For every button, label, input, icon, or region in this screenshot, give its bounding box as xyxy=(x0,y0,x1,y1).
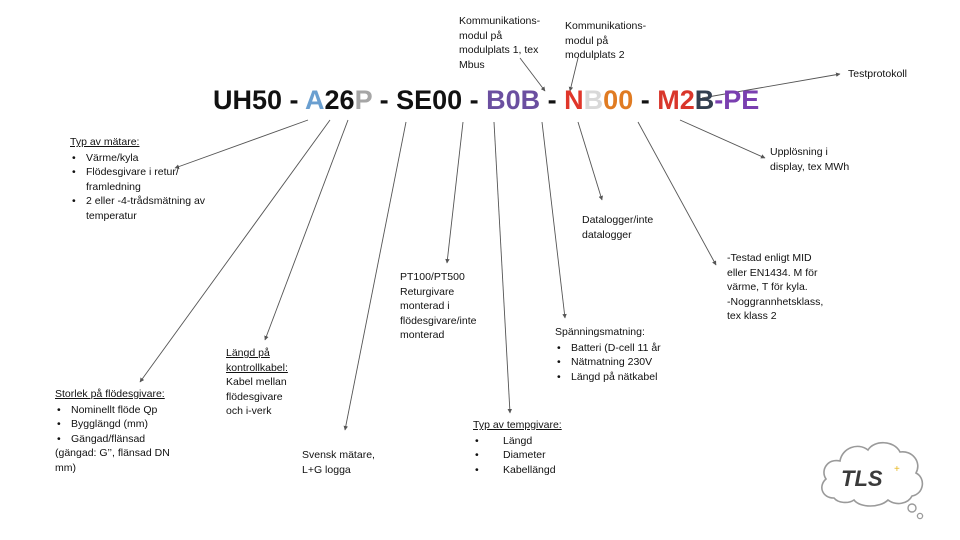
code-seg-cable: P xyxy=(354,85,373,115)
text-line: mm) xyxy=(55,461,76,474)
arrow-komm1 xyxy=(519,57,546,92)
heading: Typ av tempgivare: xyxy=(473,419,562,431)
text-line: datalogger xyxy=(582,228,632,241)
annotation-svensk: Svensk mätare, L+G logga xyxy=(302,448,375,477)
text-line: Svensk mätare, xyxy=(302,449,375,461)
bullet-list: Batteri (D-cell 11 år Nätmatning 230V Lä… xyxy=(555,341,661,385)
text-line: flödesgivare/inte xyxy=(400,314,477,327)
list-item: Kabellängd xyxy=(473,463,562,478)
product-code: UH50 - A26P - SE00 - B0B - NB00 - M2B-PE xyxy=(213,85,759,116)
arrow-langd xyxy=(264,119,349,341)
annotation-spanning: Spänningsmatning: Batteri (D-cell 11 år … xyxy=(555,325,661,384)
list-item: Flödesgivare i retur/ framledning xyxy=(70,165,230,194)
text-line: Upplösning i xyxy=(770,146,828,158)
bullet-list: Längd Diameter Kabellängd xyxy=(473,434,562,478)
text-line: värme, T för kyla. xyxy=(727,281,808,293)
heading: kontrollkabel: xyxy=(226,361,288,374)
code-seg-module2: 00 xyxy=(603,85,634,115)
list-item: 2 eller -4-trådsmätning av temperatur xyxy=(70,194,230,223)
heading: Spänningsmatning: xyxy=(555,326,645,338)
annotation-upplosning: Upplösning i display, tex MWh xyxy=(770,145,849,174)
list-item: Nominellt flöde Qp xyxy=(55,403,225,418)
arrow-spanning xyxy=(541,121,567,319)
text-line: Kabel mellan xyxy=(226,376,287,388)
arrow-datalogger xyxy=(577,121,603,201)
list-item: Längd på nätkabel xyxy=(555,370,661,385)
code-seg-size: 26 xyxy=(324,85,355,115)
code-seg-sep2: - xyxy=(633,85,658,115)
list-item: Värme/kyla xyxy=(70,151,230,166)
code-seg-model: UH50 - xyxy=(213,85,306,115)
annotation-datalogger: Datalogger/inte datalogger xyxy=(582,213,653,242)
annotation-tempgivare: Typ av tempgivare: Längd Diameter Kabell… xyxy=(473,418,562,477)
list-item: Nätmatning 230V xyxy=(555,355,661,370)
text-line: -Testad enligt MID xyxy=(727,252,812,264)
text-line: monterad xyxy=(400,329,445,341)
annotation-pt100: PT100/PT500 Returgivare monterad i flöde… xyxy=(400,270,476,343)
text-line: (gängad: G’’, flänsad DN xyxy=(55,447,170,459)
code-seg-b: B xyxy=(694,85,715,115)
list-item: Diameter xyxy=(473,448,562,463)
bullet-list: Nominellt flöde Qp Bygglängd (mm) Gängad… xyxy=(55,403,225,447)
arrow-testprotokoll xyxy=(701,72,841,99)
code-seg-b0b: B0B xyxy=(486,85,541,115)
arrow-testad xyxy=(637,121,717,266)
tls-logo: TLS + xyxy=(821,441,924,520)
text-line: Datalogger/inte xyxy=(582,214,654,226)
code-seg-power: N xyxy=(564,85,584,115)
annotation-typ-matare: Typ av mätare: Värme/kyla Flödesgivare i… xyxy=(70,135,230,223)
heading: Typ av mätare: xyxy=(70,136,140,148)
annotation-testad: -Testad enligt MID eller EN1434. M för v… xyxy=(727,251,823,324)
logo-accent: + xyxy=(894,464,900,475)
text-line: och i-verk xyxy=(226,405,272,417)
text-line: modul på xyxy=(459,29,503,42)
heading: Längd på xyxy=(226,347,270,359)
annotation-testprotokoll: Testprotokoll xyxy=(848,67,907,82)
code-seg-se00: - SE00 - xyxy=(372,85,487,115)
annotation-komm1: Kommunikations- modul på modulplats 1, t… xyxy=(459,14,540,72)
cloud-icon xyxy=(821,441,924,507)
code-seg-pe: -PE xyxy=(714,85,760,115)
list-item: Gängad/flänsad xyxy=(55,432,225,447)
text-line: flödesgivare xyxy=(226,390,283,403)
text-line: display, tex MWh xyxy=(770,160,850,173)
cloud-bubble-large xyxy=(907,503,917,513)
text-line: Returgivare xyxy=(400,285,455,298)
text-line: Kommunikations- xyxy=(565,20,647,32)
list-item: Längd xyxy=(473,434,562,449)
list-item: Batteri (D-cell 11 år xyxy=(555,341,661,356)
arrow-storlek xyxy=(139,119,331,383)
annotation-komm2: Kommunikations- modul på modulplats 2 xyxy=(565,19,646,63)
bullet-list: Värme/kyla Flödesgivare i retur/ framled… xyxy=(70,151,230,224)
text-line: Testprotokoll xyxy=(848,68,907,80)
heading: Storlek på flödesgivare: xyxy=(55,388,165,400)
arrow-komm2 xyxy=(568,57,579,92)
logo-text: TLS xyxy=(841,466,883,491)
annotation-storlek: Storlek på flödesgivare: Nominellt flöde… xyxy=(55,387,225,475)
text-line: Mbus xyxy=(459,58,485,71)
arrow-tempgivare xyxy=(493,121,513,414)
text-line: Kommunikations- xyxy=(459,15,541,27)
code-seg-m2: M2 xyxy=(657,85,695,115)
arrow-pt100 xyxy=(445,121,464,264)
text-line: tex klass 2 xyxy=(727,310,777,322)
text-line: monterad i xyxy=(400,300,450,312)
cloud-bubble-small xyxy=(916,512,924,520)
text-line: modulplats 1, tex xyxy=(459,44,539,56)
text-line: L+G logga xyxy=(302,463,351,476)
code-seg-sep: - xyxy=(540,85,565,115)
arrow-svensk xyxy=(343,121,407,431)
annotation-langd-kontrollkabel: Längd på kontrollkabel: Kabel mellan flö… xyxy=(226,346,288,419)
text-line: modul på xyxy=(565,34,609,47)
text-line: PT100/PT500 xyxy=(400,271,465,283)
text-line: eller EN1434. M för xyxy=(727,266,818,279)
text-line: -Noggrannhetsklass, xyxy=(727,295,824,308)
text-line: modulplats 2 xyxy=(565,49,625,61)
arrow-upplosning xyxy=(679,119,766,159)
code-seg-type: A xyxy=(305,85,325,115)
list-item: Bygglängd (mm) xyxy=(55,417,225,432)
code-seg-module: B xyxy=(583,85,604,115)
